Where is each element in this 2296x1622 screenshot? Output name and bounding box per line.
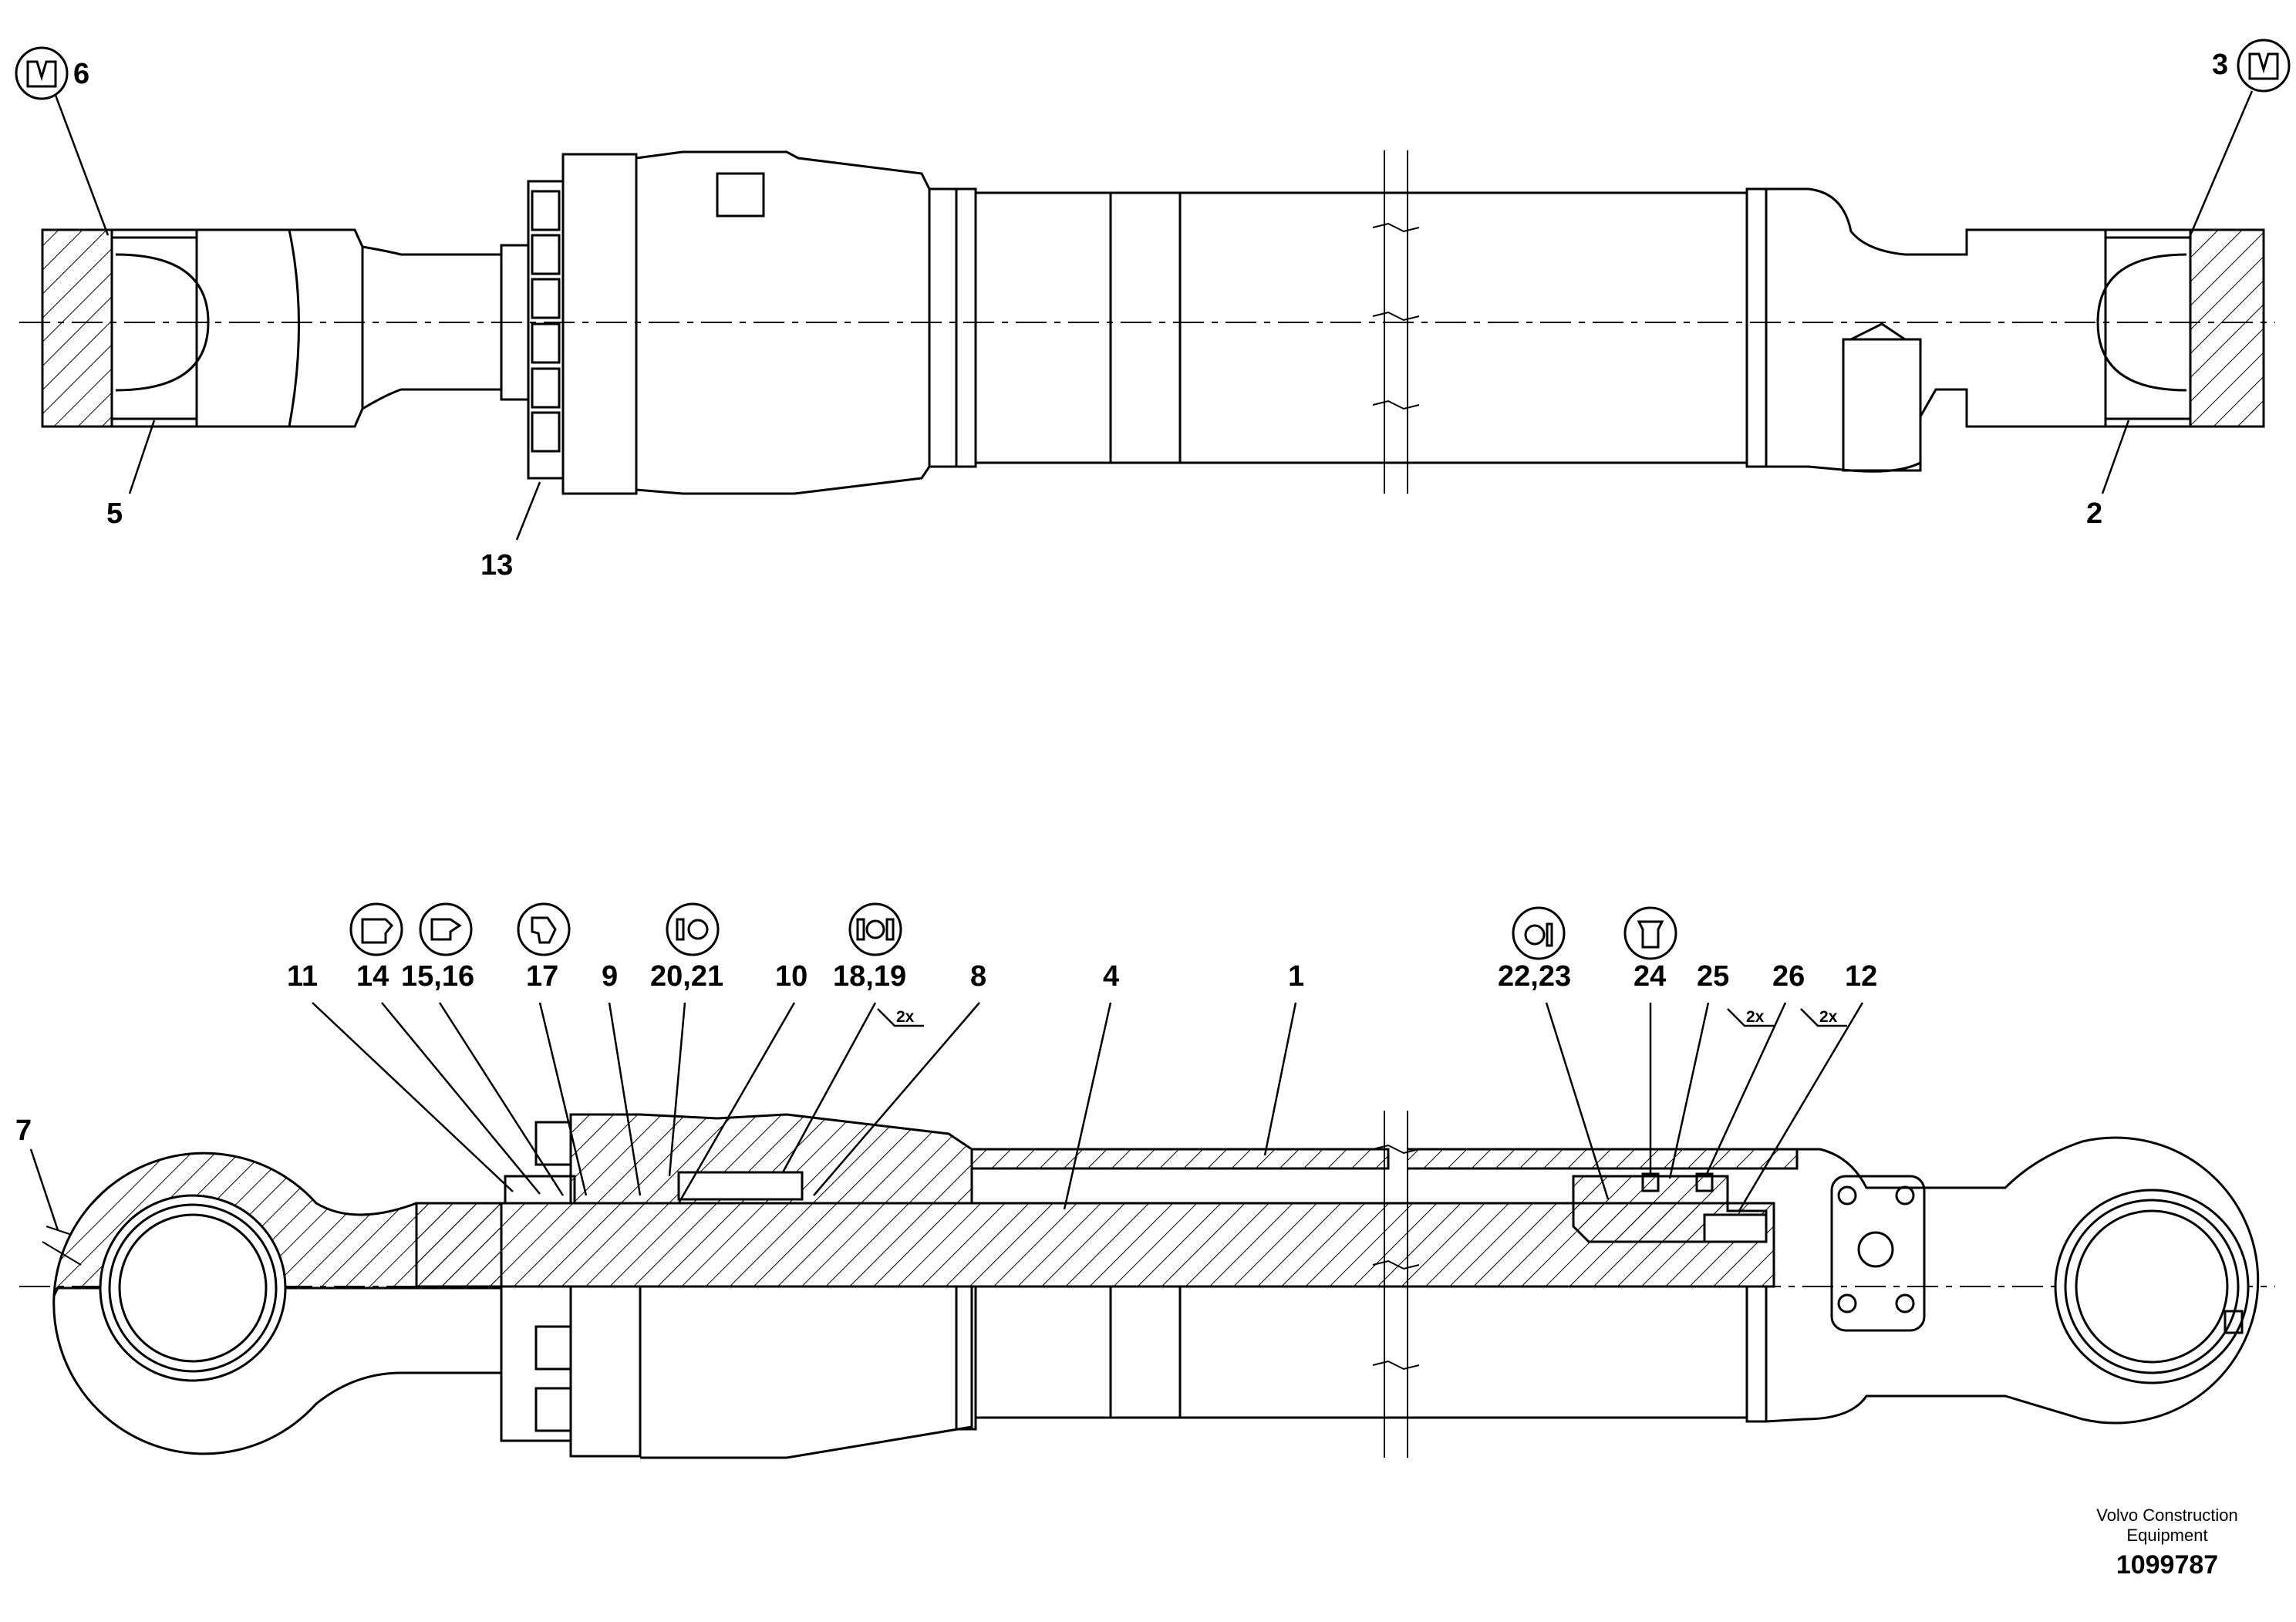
top-barrel	[955, 150, 1768, 494]
callout-14: 14	[356, 960, 389, 993]
barrel-wall-left	[972, 1148, 1390, 1170]
section-lower-outline	[500, 1285, 1768, 1459]
callout-10: 10	[775, 960, 807, 993]
seal-symbol-24	[1623, 906, 1677, 960]
left-rod-eye	[42, 1152, 503, 1455]
piston-rod-section	[415, 1202, 1775, 1288]
seal-groove	[504, 1175, 576, 1205]
seal-symbol-15-16	[419, 902, 473, 956]
callout-11: 11	[287, 960, 318, 993]
callout-5: 5	[106, 497, 123, 530]
brand-line-2: Equipment	[2126, 1526, 2207, 1545]
callout-9: 9	[602, 960, 618, 993]
callout-26: 26	[1772, 960, 1805, 993]
cylinder-head-section	[569, 1113, 973, 1205]
seal-profile-icon	[361, 918, 394, 944]
seal-symbol-18-19	[848, 902, 902, 956]
brand-line-1: Volvo Construction	[2096, 1506, 2237, 1525]
multiplier-note-26: 2x	[1819, 1008, 1838, 1026]
callout-6: 6	[73, 58, 89, 90]
seal-profile-icon	[687, 919, 709, 940]
barrel-wall-right	[1408, 1148, 1799, 1170]
part-number: 1099787	[2116, 1550, 2218, 1580]
seal-symbol-22-23	[1512, 906, 1566, 960]
callout-18-19: 18,19	[833, 960, 906, 993]
section-symbols	[349, 902, 1677, 960]
seal-symbol-17	[517, 902, 571, 956]
multiplier-note-18-19: 2x	[896, 1008, 915, 1026]
callout-4: 4	[1103, 960, 1119, 993]
callout-1: 1	[1288, 960, 1304, 993]
seal-profile-icon	[865, 919, 885, 939]
seal-symbol-14	[349, 902, 403, 956]
callout-12: 12	[1845, 960, 1877, 993]
top-rod	[362, 244, 530, 410]
callout-7: 7	[15, 1114, 32, 1147]
callout-8: 8	[970, 960, 986, 993]
callout-25: 25	[1697, 960, 1729, 993]
multiplier-note-25: 2x	[1746, 1008, 1765, 1026]
callout-15-16: 15,16	[401, 960, 474, 993]
top-gland	[527, 153, 638, 495]
section-leaders	[29, 1002, 1864, 1231]
guide-ring-groove	[677, 1171, 804, 1201]
callout-13: 13	[480, 549, 513, 582]
wiper-seal-icon	[26, 60, 57, 88]
seal-symbol-6	[15, 46, 69, 100]
seal-symbol-3	[2237, 39, 2291, 93]
top-right-end	[1766, 187, 2265, 473]
callout-20-21: 20,21	[650, 960, 723, 993]
head-bolt	[534, 1121, 572, 1166]
top-leaders	[52, 90, 2254, 541]
top-view	[19, 150, 2275, 495]
seal-profile-icon	[1637, 920, 1664, 949]
wiper-seal-icon	[2248, 52, 2279, 80]
callout-22-23: 22,23	[1498, 960, 1571, 993]
top-left-eye	[41, 228, 364, 428]
callout-3: 3	[2212, 49, 2228, 81]
section-view	[19, 1111, 2275, 1459]
seal-symbol-20-21	[666, 902, 720, 956]
seal-profile-icon	[430, 918, 462, 941]
callout-24: 24	[1633, 960, 1666, 993]
oring-icon	[1524, 924, 1546, 946]
callout-17: 17	[526, 960, 558, 993]
seal-profile-icon	[531, 916, 557, 944]
callout-2: 2	[2086, 497, 2102, 530]
right-rod-eye	[1765, 1136, 2260, 1425]
